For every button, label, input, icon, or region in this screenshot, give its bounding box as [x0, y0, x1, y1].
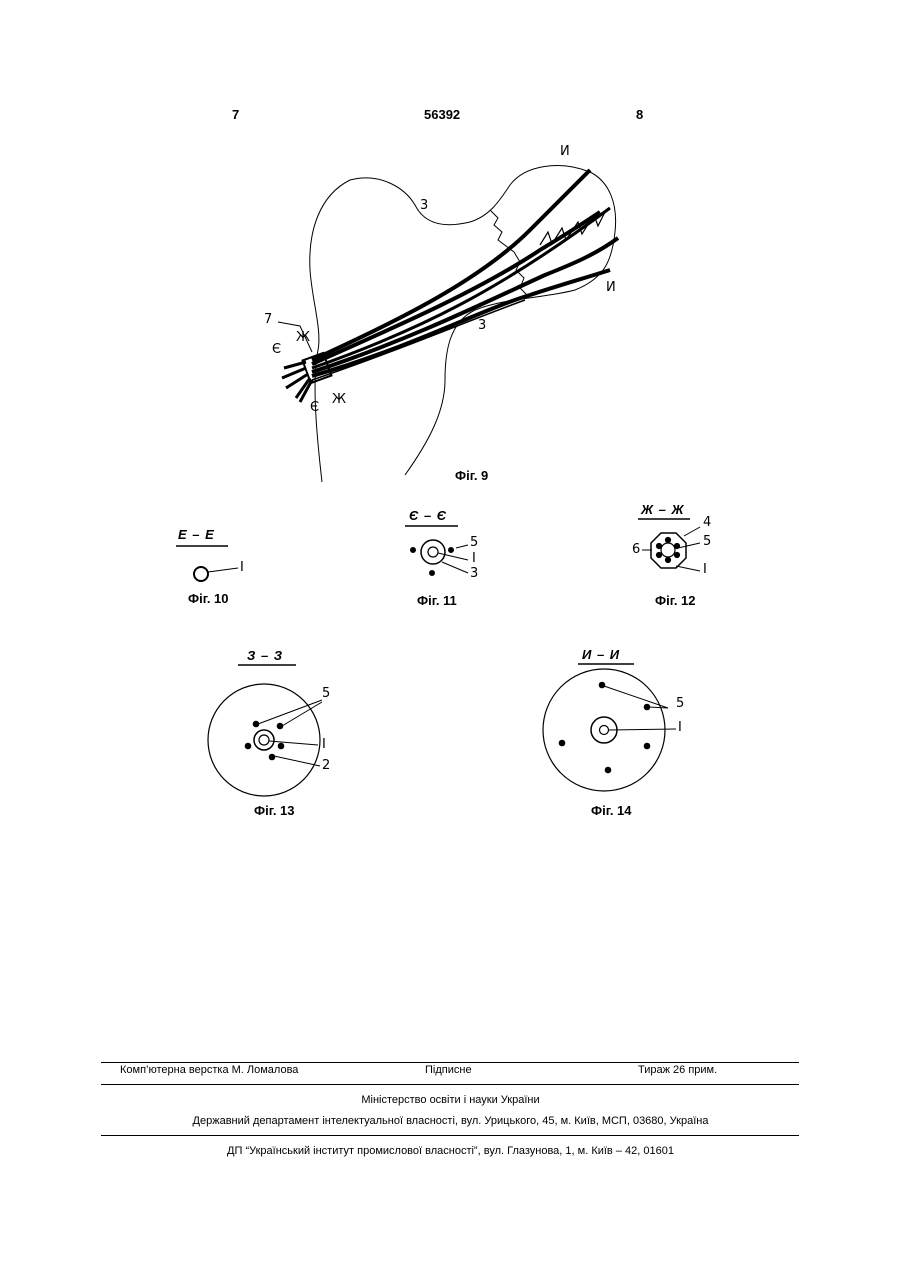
fig9-drawing — [278, 166, 618, 482]
wire-5 — [312, 270, 610, 376]
fig9-label-7: 7 — [264, 312, 272, 327]
fig13-section-title: З – З — [247, 648, 283, 663]
fig11-label-3: 3 — [470, 566, 478, 581]
fig14-label-1: I — [678, 720, 682, 735]
fig14-section-title: И – И — [582, 647, 620, 662]
fig9-label-ye-left: Є — [272, 342, 281, 357]
fig12-label-5: 5 — [703, 534, 711, 549]
fig11-section-title: Є – Є — [409, 508, 447, 523]
fig12-section-title: Ж – Ж — [641, 502, 685, 517]
footer-rule-middle — [101, 1084, 799, 1085]
fig10-section-title: Е – Е — [178, 527, 215, 542]
fig14-label-5: 5 — [676, 696, 684, 711]
fig11-drawing — [405, 526, 468, 576]
fig13-drawing — [208, 665, 322, 796]
fig10-leader — [208, 568, 238, 572]
fig12-drawing — [638, 519, 700, 571]
footer-circulation: Тираж 26 прим. — [638, 1064, 717, 1076]
fig13-label-5: 5 — [322, 686, 330, 701]
fig9-label-z-bottom: 3 — [478, 318, 486, 333]
fig9-label-zh-bottom: Ж — [332, 392, 346, 407]
fig12-label-6: 6 — [632, 542, 640, 557]
wire-1 — [312, 170, 590, 360]
fig11-inner-ring — [428, 547, 438, 557]
fig9-label-z-top: 3 — [420, 198, 428, 213]
fig10-label-1: I — [240, 560, 244, 575]
fig9-caption: Фіг. 9 — [455, 468, 488, 483]
fig9-label-i-right: И — [606, 280, 616, 295]
fig13-label-1: I — [322, 737, 326, 752]
fig13-cross-section — [208, 684, 320, 796]
fig10-wire-circle — [194, 567, 208, 581]
fig9-label-ye-bottom: Є — [310, 400, 319, 415]
footer-rule-bottom — [101, 1135, 799, 1136]
fig10-drawing — [176, 546, 238, 581]
fig13-label-2: 2 — [322, 758, 330, 773]
fig9-label-i-top: И — [560, 144, 570, 159]
fig12-caption: Фіг. 12 — [655, 593, 696, 608]
fig11-caption: Фіг. 11 — [417, 593, 457, 608]
footer-department: Державний департамент інтелектуальної вл… — [0, 1115, 901, 1127]
fig10-caption: Фіг. 10 — [188, 591, 229, 606]
footer-institute: ДП “Український інститут промислової вла… — [0, 1145, 901, 1157]
fig12-label-4: 4 — [703, 515, 711, 530]
footer-rule-top — [101, 1062, 799, 1063]
fig11-label-5: 5 — [470, 535, 478, 550]
wire-ends — [282, 362, 312, 402]
fig14-drawing — [543, 664, 676, 791]
footer-ministry: Міністерство освіти і науки України — [0, 1094, 901, 1106]
fig14-caption: Фіг. 14 — [591, 803, 632, 818]
fig12-label-1: I — [703, 562, 707, 577]
fig11-label-1: I — [472, 551, 476, 566]
footer-layout-credit: Комп’ютерна верстка М. Ломалова — [120, 1064, 298, 1076]
footer-signed: Підписне — [425, 1064, 472, 1076]
fig11-outer-ring — [421, 540, 445, 564]
fig9-label-zh-top: Ж — [296, 330, 310, 345]
fig13-caption: Фіг. 13 — [254, 803, 295, 818]
